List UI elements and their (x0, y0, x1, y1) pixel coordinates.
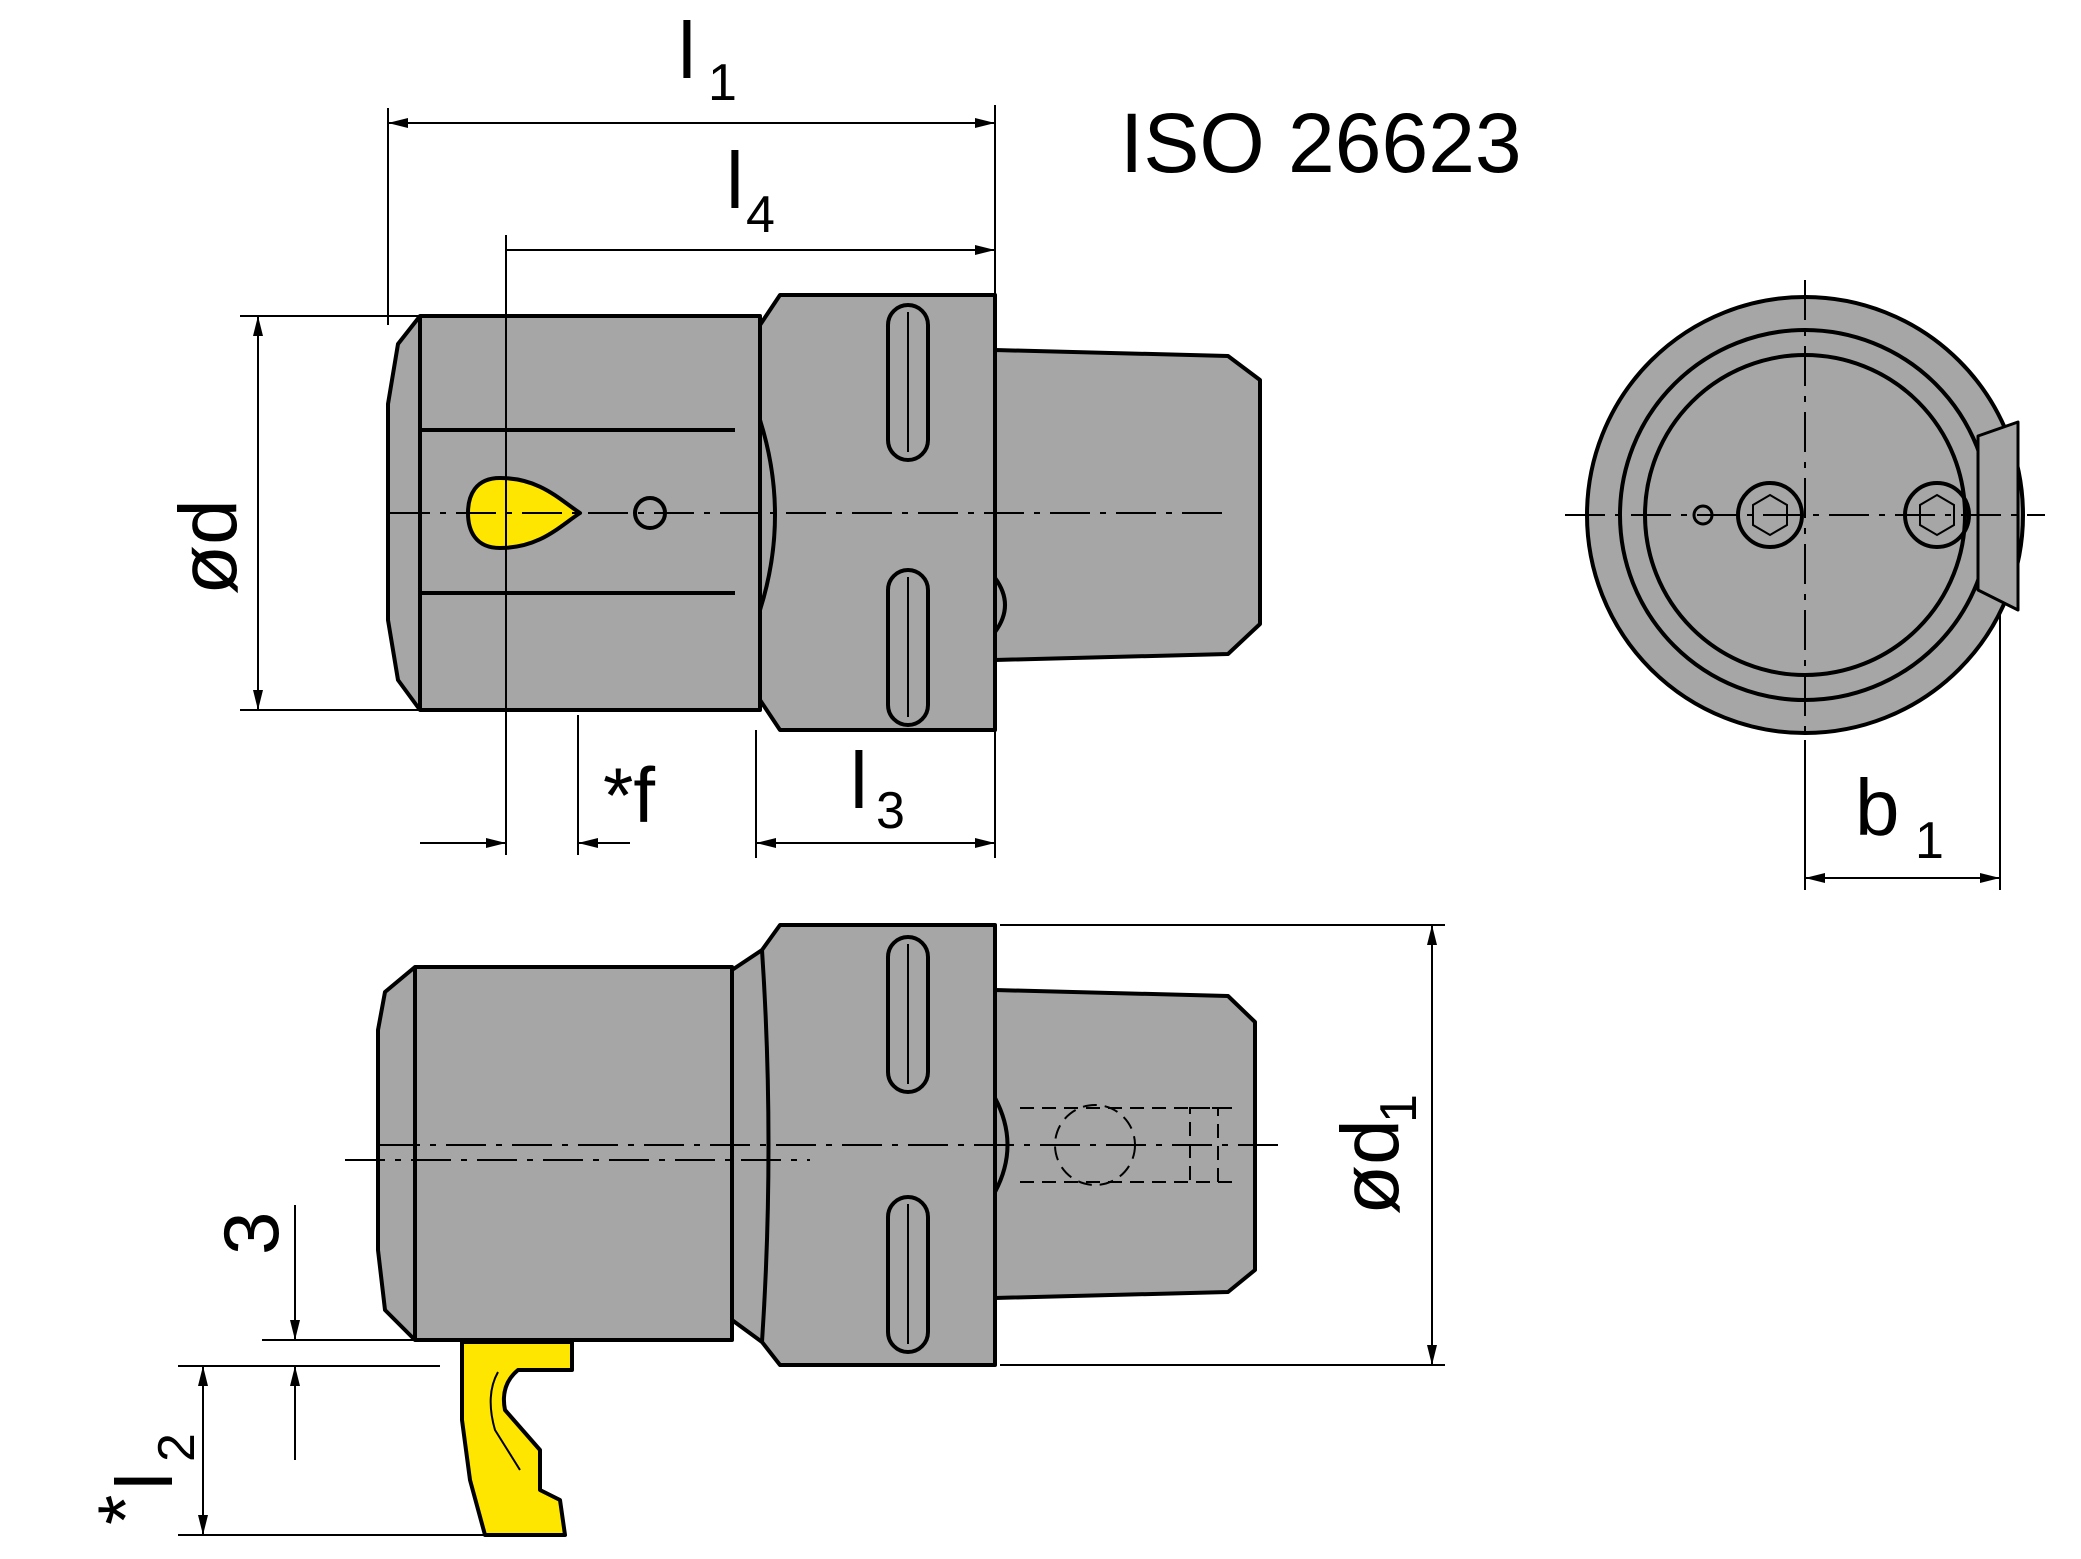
body-bottom (376, 965, 734, 1342)
svg-text:*f: *f (603, 751, 655, 839)
svg-text:ød: ød (163, 499, 254, 595)
label-b1: b 1 (1855, 763, 1944, 870)
top-side-view (386, 293, 1262, 732)
standard-label: ISO 26623 (1120, 96, 1522, 190)
insert-bottom (460, 1340, 574, 1537)
svg-text:4: 4 (746, 186, 775, 244)
svg-text:3: 3 (207, 1212, 295, 1255)
dimensions (178, 105, 1445, 1536)
shank-top (993, 348, 1262, 662)
svg-text:1: 1 (1915, 812, 1944, 870)
svg-text:ød: ød (1325, 1119, 1416, 1215)
bottom-side-view (345, 923, 1280, 1537)
svg-text:1: 1 (708, 54, 737, 112)
svg-text:*: * (81, 1495, 169, 1525)
label-l3: l 3 (850, 736, 905, 840)
svg-text:l: l (100, 1472, 189, 1490)
label-l4: l 4 (726, 136, 775, 244)
label-f: *f (603, 751, 655, 839)
svg-text:3: 3 (876, 782, 905, 840)
svg-text:l: l (678, 6, 696, 95)
label-l2: * l 2 (81, 1433, 206, 1525)
label-d1: ød 1 (1325, 1094, 1428, 1215)
svg-text:2: 2 (148, 1433, 206, 1462)
svg-text:l: l (850, 736, 868, 825)
label-d: ød (163, 499, 254, 595)
svg-text:1: 1 (1370, 1094, 1428, 1123)
svg-text:b: b (1855, 763, 1900, 852)
end-view (1565, 280, 2045, 890)
label-3: 3 (207, 1212, 295, 1255)
label-l1: l 1 (678, 6, 737, 112)
svg-text:l: l (726, 136, 744, 225)
